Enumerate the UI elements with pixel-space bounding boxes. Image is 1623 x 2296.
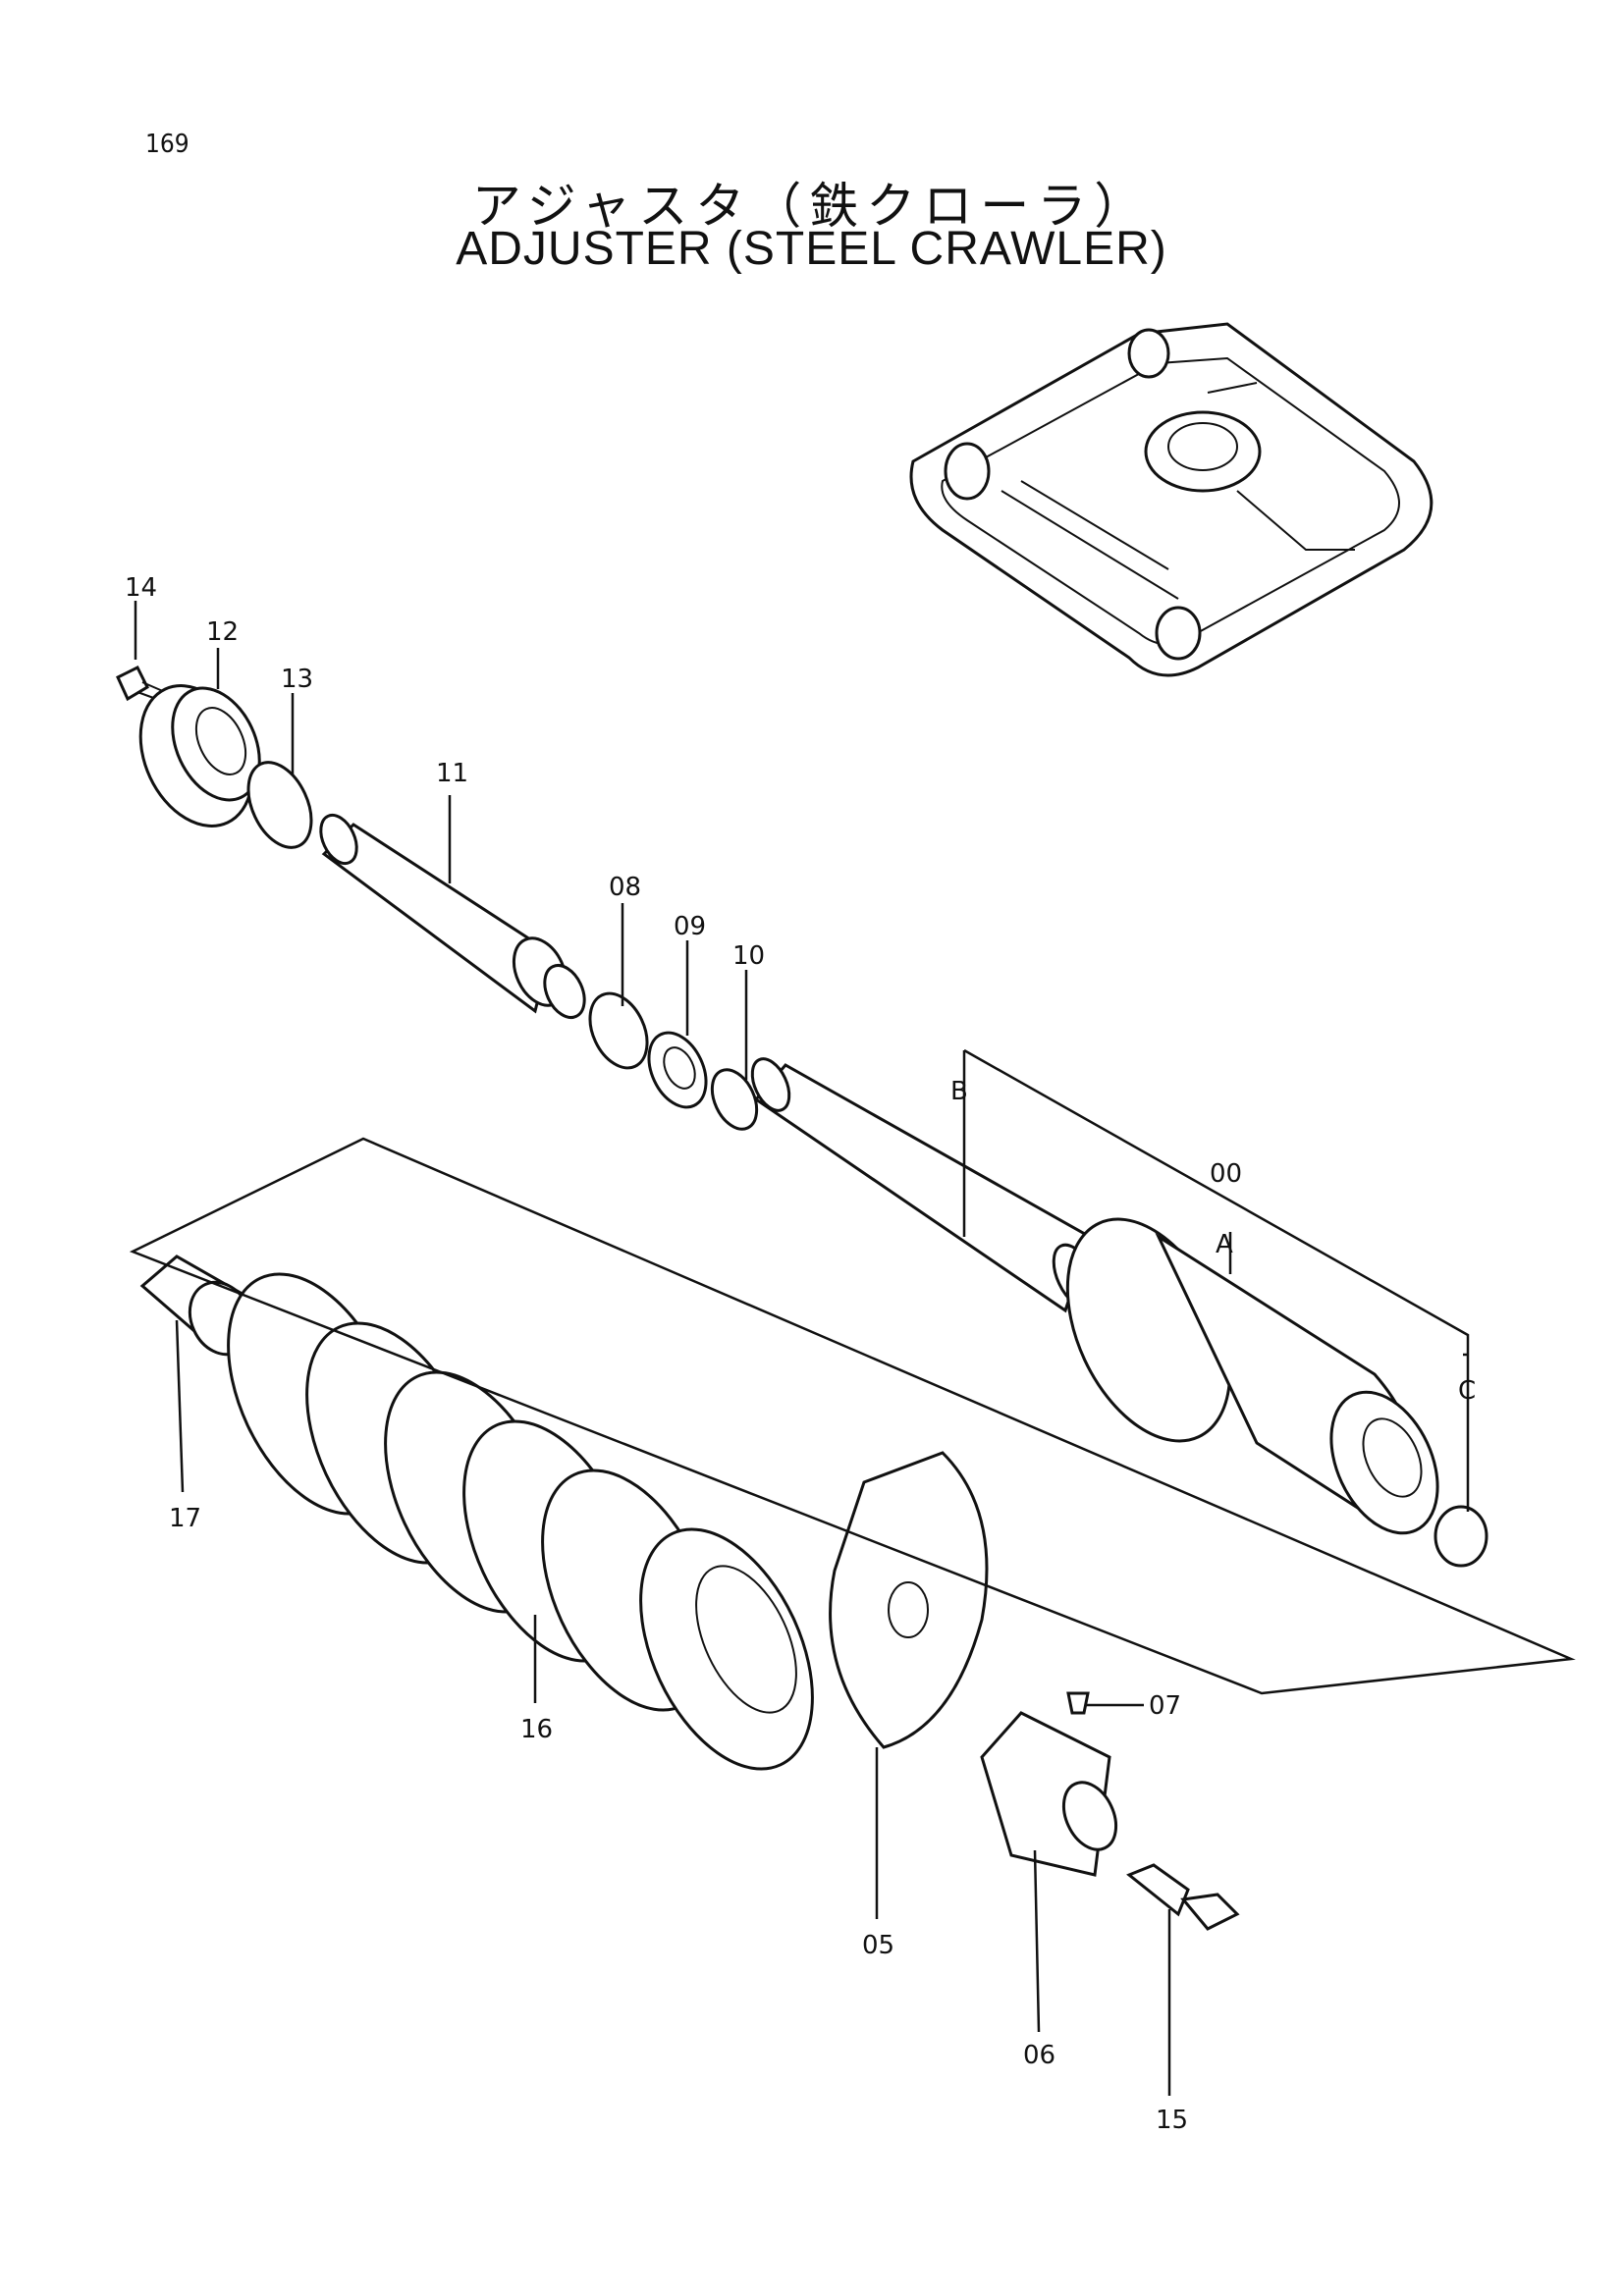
part-07-plug [1066, 1691, 1090, 1715]
part-05-plate [829, 1451, 989, 1749]
part-12-flange [138, 684, 261, 828]
part-00-cylinder [1065, 1217, 1439, 1535]
callout-06: 06 [1023, 2041, 1055, 2070]
callout-12: 12 [206, 617, 239, 647]
callout-17: 17 [169, 1504, 201, 1533]
page-number: 169 [145, 130, 189, 159]
crawler-overview-illustration [909, 322, 1434, 677]
callout-leaders [134, 601, 1171, 2096]
piston-tube [750, 1057, 1099, 1313]
callout-08: 08 [609, 873, 641, 902]
part-08-bushing [588, 991, 649, 1070]
part-16-spring [227, 1272, 814, 1771]
callout-15: 15 [1156, 2106, 1188, 2135]
part-10-snap-ring [710, 1068, 759, 1131]
callout-00: 00 [1210, 1159, 1242, 1189]
o-ring-c [1434, 1505, 1488, 1568]
callout-07: 07 [1149, 1691, 1181, 1721]
title-english: ADJUSTER (STEEL CRAWLER) [456, 223, 1167, 275]
callout-B: B [950, 1077, 968, 1106]
part-15-grease-fitting [1126, 1863, 1240, 1931]
callout-14: 14 [125, 573, 157, 603]
callout-A: A [1216, 1230, 1233, 1259]
callout-05: 05 [862, 1931, 894, 1960]
callout-13: 13 [281, 665, 313, 694]
callout-16: 16 [520, 1715, 553, 1744]
part-13-ring [246, 761, 313, 849]
callout-09: 09 [674, 912, 706, 941]
callout-C: C [1458, 1376, 1476, 1406]
part-06-nut [980, 1711, 1118, 1877]
title-japanese: アジャスタ（鉄クローラ） [471, 178, 1152, 235]
callout-11: 11 [436, 759, 468, 788]
part-11-rod [319, 813, 586, 1019]
part-09-seal [647, 1031, 708, 1109]
assembly-bracket-lines [129, 1048, 1576, 1695]
callout-10: 10 [732, 941, 765, 971]
